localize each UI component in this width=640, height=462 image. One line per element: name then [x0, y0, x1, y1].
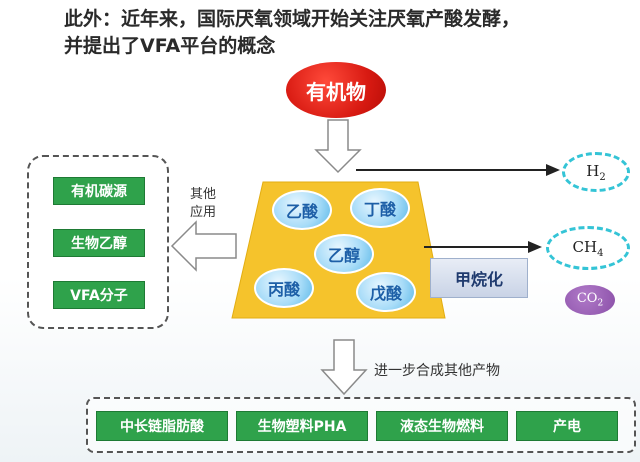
propionic-label: 丙酸 — [267, 280, 300, 299]
bubble-valeric: 戊酸 — [356, 272, 416, 312]
h2-arrowhead — [546, 164, 560, 176]
bottom-product-2: 液态生物燃料 — [376, 411, 508, 441]
left-product-0: 有机碳源 — [53, 177, 145, 205]
left-product-1: 生物乙醇 — [53, 229, 145, 257]
ch4-label: CH4 — [572, 237, 604, 259]
h2-label: H2 — [586, 161, 606, 183]
ch4-arrowhead — [528, 241, 542, 253]
other-use-line-1: 其他 — [190, 187, 217, 202]
title-line-1: 此外：近年来，国际厌氧领域开始关注厌氧产酸发酵， — [64, 8, 521, 30]
title-line-2: 并提出了VFA平台的概念 — [64, 35, 276, 57]
bubble-ethanol: 乙醇 — [314, 234, 374, 274]
acetic-label: 乙酸 — [285, 202, 318, 221]
left-product-2: VFA分子 — [53, 281, 145, 309]
co2-bubble: CO2 — [565, 285, 615, 315]
methanation-label: 甲烷化 — [454, 270, 503, 289]
bubble-propionic: 丙酸 — [254, 268, 314, 308]
valeric-label: 戊酸 — [369, 284, 402, 303]
butyric-label: 丁酸 — [363, 200, 396, 219]
bottom-product-0: 中长链脂肪酸 — [96, 411, 228, 441]
h2-bubble: H2 — [562, 152, 630, 192]
left-products-group: 有机碳源 生物乙醇 VFA分子 — [27, 155, 169, 329]
co2-label: CO2 — [576, 291, 604, 309]
organic-matter-label: 有机物 — [306, 79, 366, 104]
slide-title: 此外：近年来，国际厌氧领域开始关注厌氧产酸发酵， 并提出了VFA平台的概念 — [64, 6, 634, 60]
bubble-acetic: 乙酸 — [272, 190, 332, 230]
ethanol-label: 乙醇 — [327, 246, 360, 265]
ch4-bubble: CH4 — [546, 226, 630, 270]
bubble-butyric: 丁酸 — [350, 188, 410, 228]
other-use-line-2: 应用 — [190, 205, 217, 220]
bottom-product-3: 产电 — [516, 411, 618, 441]
down-arrow-bottom — [320, 339, 368, 396]
down-arrow-top — [314, 119, 362, 174]
further-synthesis-label: 进一步合成其他产物 — [374, 363, 500, 379]
other-use-label: 其他 应用 — [190, 186, 216, 222]
left-arrow — [170, 220, 237, 272]
bottom-product-1: 生物塑料PHA — [236, 411, 368, 441]
methanation-box: 甲烷化 — [430, 258, 528, 298]
organic-matter-ellipse: 有机物 — [286, 62, 386, 118]
bottom-products-group: 中长链脂肪酸 生物塑料PHA 液态生物燃料 产电 — [86, 397, 636, 453]
